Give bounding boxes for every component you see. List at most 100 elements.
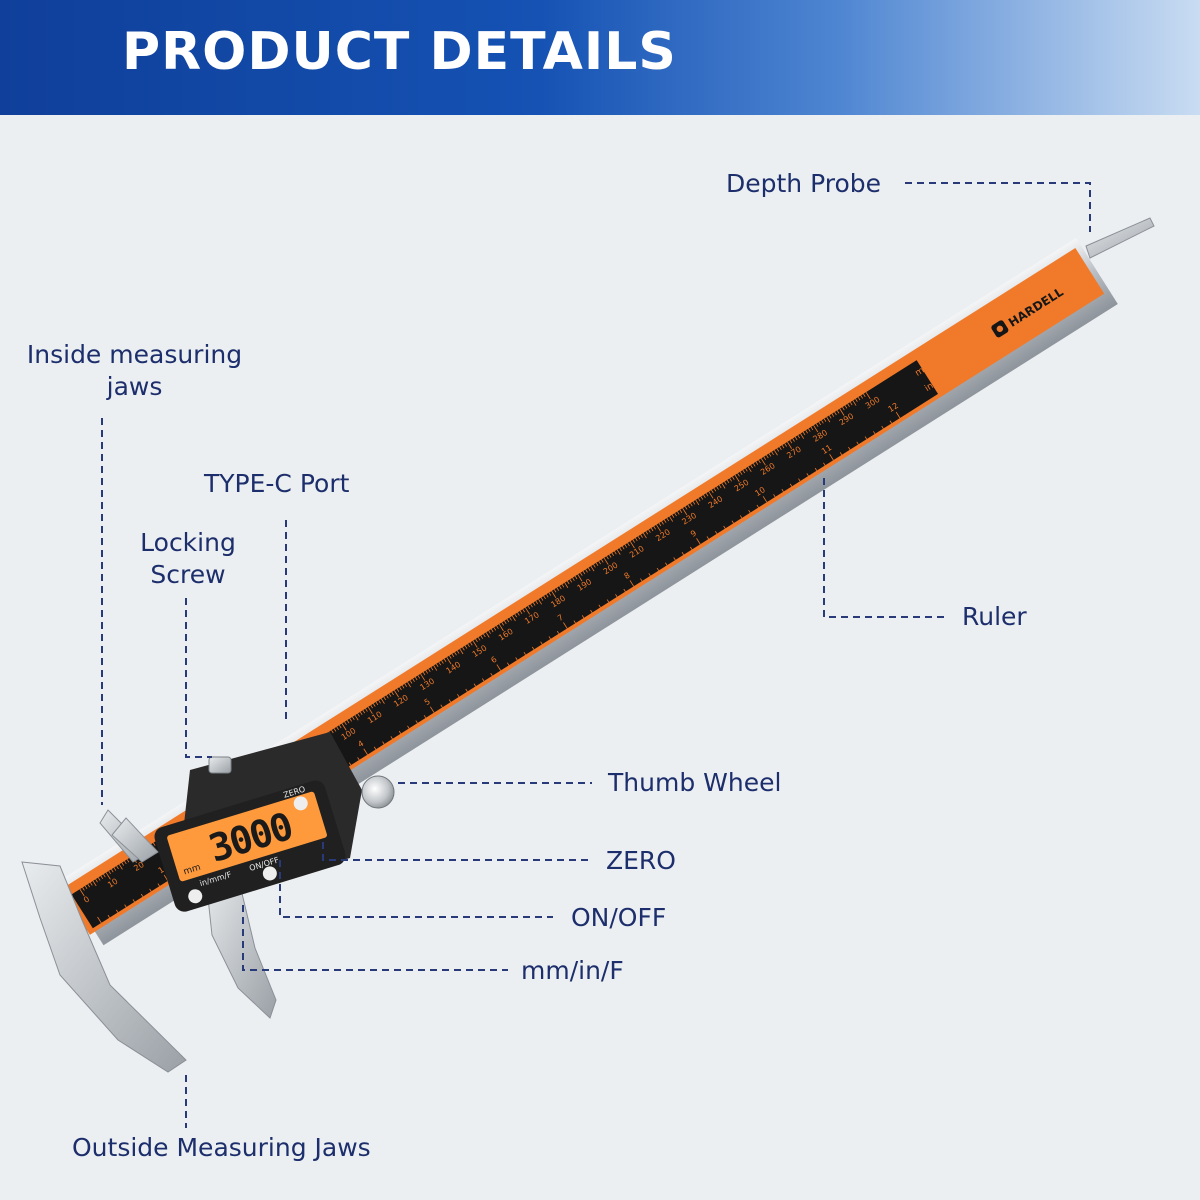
in-tick: [615, 594, 618, 598]
mm-tick: [517, 612, 520, 616]
in-tick: [163, 874, 169, 882]
header-banner: PRODUCT DETAILS: [0, 0, 1200, 115]
mm-tick: [111, 869, 114, 873]
thumb-wheel[interactable]: [361, 775, 395, 809]
zero-button[interactable]: [292, 795, 309, 812]
lcd-screen: [167, 791, 327, 882]
in-tick: [548, 636, 551, 640]
in-tick: [490, 673, 493, 676]
in-tick: [124, 904, 127, 908]
mm-tick: [844, 405, 848, 409]
mm-tick: [821, 420, 824, 424]
mm-tick: [378, 700, 381, 704]
mm-tick: [663, 519, 667, 523]
mm-tick: [430, 666, 434, 671]
mm-tick: [365, 708, 368, 712]
mm-tick: [87, 883, 90, 888]
mm-tick: [587, 567, 591, 571]
in-tick: [848, 446, 851, 450]
mm-tick: [637, 536, 641, 540]
mm-tick: [619, 547, 622, 552]
mm-tick: [504, 620, 507, 624]
mm-tick: [773, 449, 778, 456]
mm-tick: [527, 605, 531, 610]
mm-tick: [666, 517, 670, 522]
mm-tick: [475, 638, 478, 643]
mm-tick-label: 0: [82, 895, 91, 905]
in-tick: [798, 478, 801, 482]
mm-tick: [467, 643, 470, 648]
mm-tick: [456, 650, 460, 654]
in-tick-label: 6: [489, 655, 498, 665]
mm-tick: [697, 497, 701, 502]
in-tick: [606, 599, 610, 603]
mm-tick: [454, 652, 457, 656]
scale-ticks: [79, 391, 901, 924]
in-tick: [714, 531, 718, 534]
mm-tick: [690, 502, 693, 507]
mm-tick: [336, 726, 339, 730]
in-tick: [482, 678, 485, 682]
in-tick: [640, 578, 643, 582]
mm-tick: [703, 494, 706, 499]
in-tick: [623, 588, 626, 592]
in-tick: [540, 641, 543, 645]
mm-tick: [863, 393, 866, 398]
in-tick: [496, 664, 501, 671]
mm-tick: [540, 597, 544, 601]
mm-tick: [865, 391, 871, 400]
mm-tick: [338, 724, 342, 729]
in-tick: [115, 909, 119, 913]
mm-tick: [763, 456, 767, 460]
mm-tick: [713, 488, 717, 492]
in-tick: [140, 893, 144, 897]
in-tick: [429, 706, 435, 713]
mm-tick: [676, 511, 680, 515]
in-tick: [423, 715, 427, 719]
mm-tick: [480, 635, 484, 639]
mm-tick: [648, 529, 651, 533]
mm-tick: [590, 565, 595, 572]
in-tick: [440, 704, 443, 708]
mm-tick: [545, 594, 549, 598]
mm-tick: [530, 604, 533, 608]
mm-tick: [745, 468, 748, 472]
mm-tick: [341, 723, 347, 731]
in-tick: [656, 567, 660, 571]
mm-tick: [860, 395, 863, 399]
mode-button[interactable]: [187, 888, 204, 905]
mm-tick: [815, 423, 819, 427]
mm-tick: [519, 610, 523, 615]
mm-tick: [97, 877, 101, 881]
outside-jaw-fixed: [21, 861, 187, 1073]
mm-tick: [559, 585, 562, 590]
mm-tick: [538, 599, 543, 605]
mm-tick: [797, 435, 801, 439]
mm-tick: [420, 673, 426, 681]
in-tick-label: 5: [423, 697, 432, 707]
mm-tick: [422, 671, 426, 676]
mm-tick: [826, 416, 831, 423]
label-depth-probe: Depth Probe: [726, 169, 882, 198]
mm-tick: [344, 721, 347, 725]
in-tick: [723, 525, 726, 529]
mm-tick: [399, 686, 402, 691]
mm-tick: [514, 613, 518, 618]
mm-tick: [601, 559, 604, 563]
in-tick: [373, 746, 377, 750]
mm-tick: [561, 584, 565, 588]
mm-tick: [152, 842, 156, 846]
in-tick: [398, 730, 402, 734]
in-tick: [806, 473, 809, 477]
mm-tick: [682, 507, 688, 516]
mm-tick: [569, 579, 573, 583]
mm-tick: [483, 633, 486, 638]
mm-tick: [438, 661, 442, 666]
mm-tick: [446, 657, 452, 665]
mm-tick: [331, 729, 334, 734]
mm-tick: [92, 880, 97, 887]
onoff-button[interactable]: [261, 865, 278, 882]
mm-tick: [126, 859, 130, 863]
beam-orange-tail: [916, 341, 968, 394]
